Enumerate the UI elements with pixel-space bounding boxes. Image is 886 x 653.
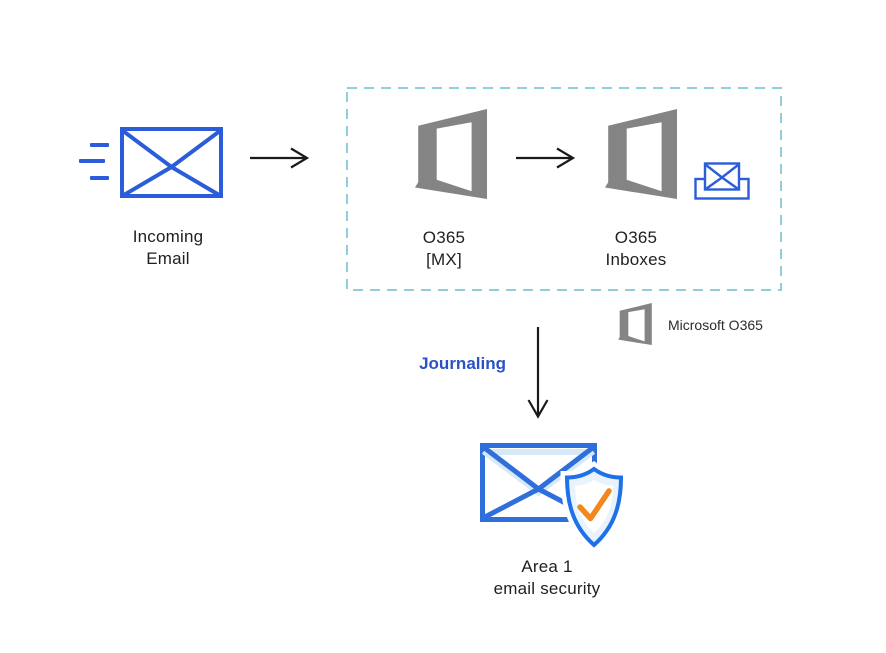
incoming-email-label-line2: Email xyxy=(146,249,190,268)
checkmark-icon xyxy=(577,488,612,522)
speed-lines-icon xyxy=(79,143,109,180)
incoming-email-label-line1: Incoming xyxy=(132,227,204,246)
journaling-label: Journaling xyxy=(419,354,506,373)
office365-icon xyxy=(415,109,487,199)
arrow-right-icon xyxy=(250,147,310,169)
legend-microsoft-o365: Microsoft O365 xyxy=(668,317,763,333)
o365-inboxes-label-line2: Inboxes xyxy=(605,250,667,269)
inbox-icon xyxy=(694,162,750,200)
office365-icon xyxy=(618,303,652,345)
area1-label-line2: email security xyxy=(493,579,601,598)
area1-shield xyxy=(560,460,628,551)
area1-label-line1: Area 1 xyxy=(521,557,573,576)
incoming-email-label: Incoming Email xyxy=(108,226,228,270)
area1-label: Area 1 email security xyxy=(467,556,627,600)
o365-mx-label-line2: [MX] xyxy=(426,250,462,269)
o365-mx-label: O365 [MX] xyxy=(384,227,504,271)
o365-inboxes-label-line1: O365 xyxy=(614,228,658,247)
o365-boundary-box xyxy=(346,87,782,291)
o365-mx-label-line1: O365 xyxy=(422,228,466,247)
office365-icon xyxy=(605,109,677,199)
incoming-email-icon xyxy=(120,127,223,198)
area1-security-icon xyxy=(480,443,628,551)
arrow-down-icon xyxy=(527,327,549,419)
o365-inboxes-label: O365 Inboxes xyxy=(576,227,696,271)
arrow-right-icon xyxy=(516,147,576,169)
